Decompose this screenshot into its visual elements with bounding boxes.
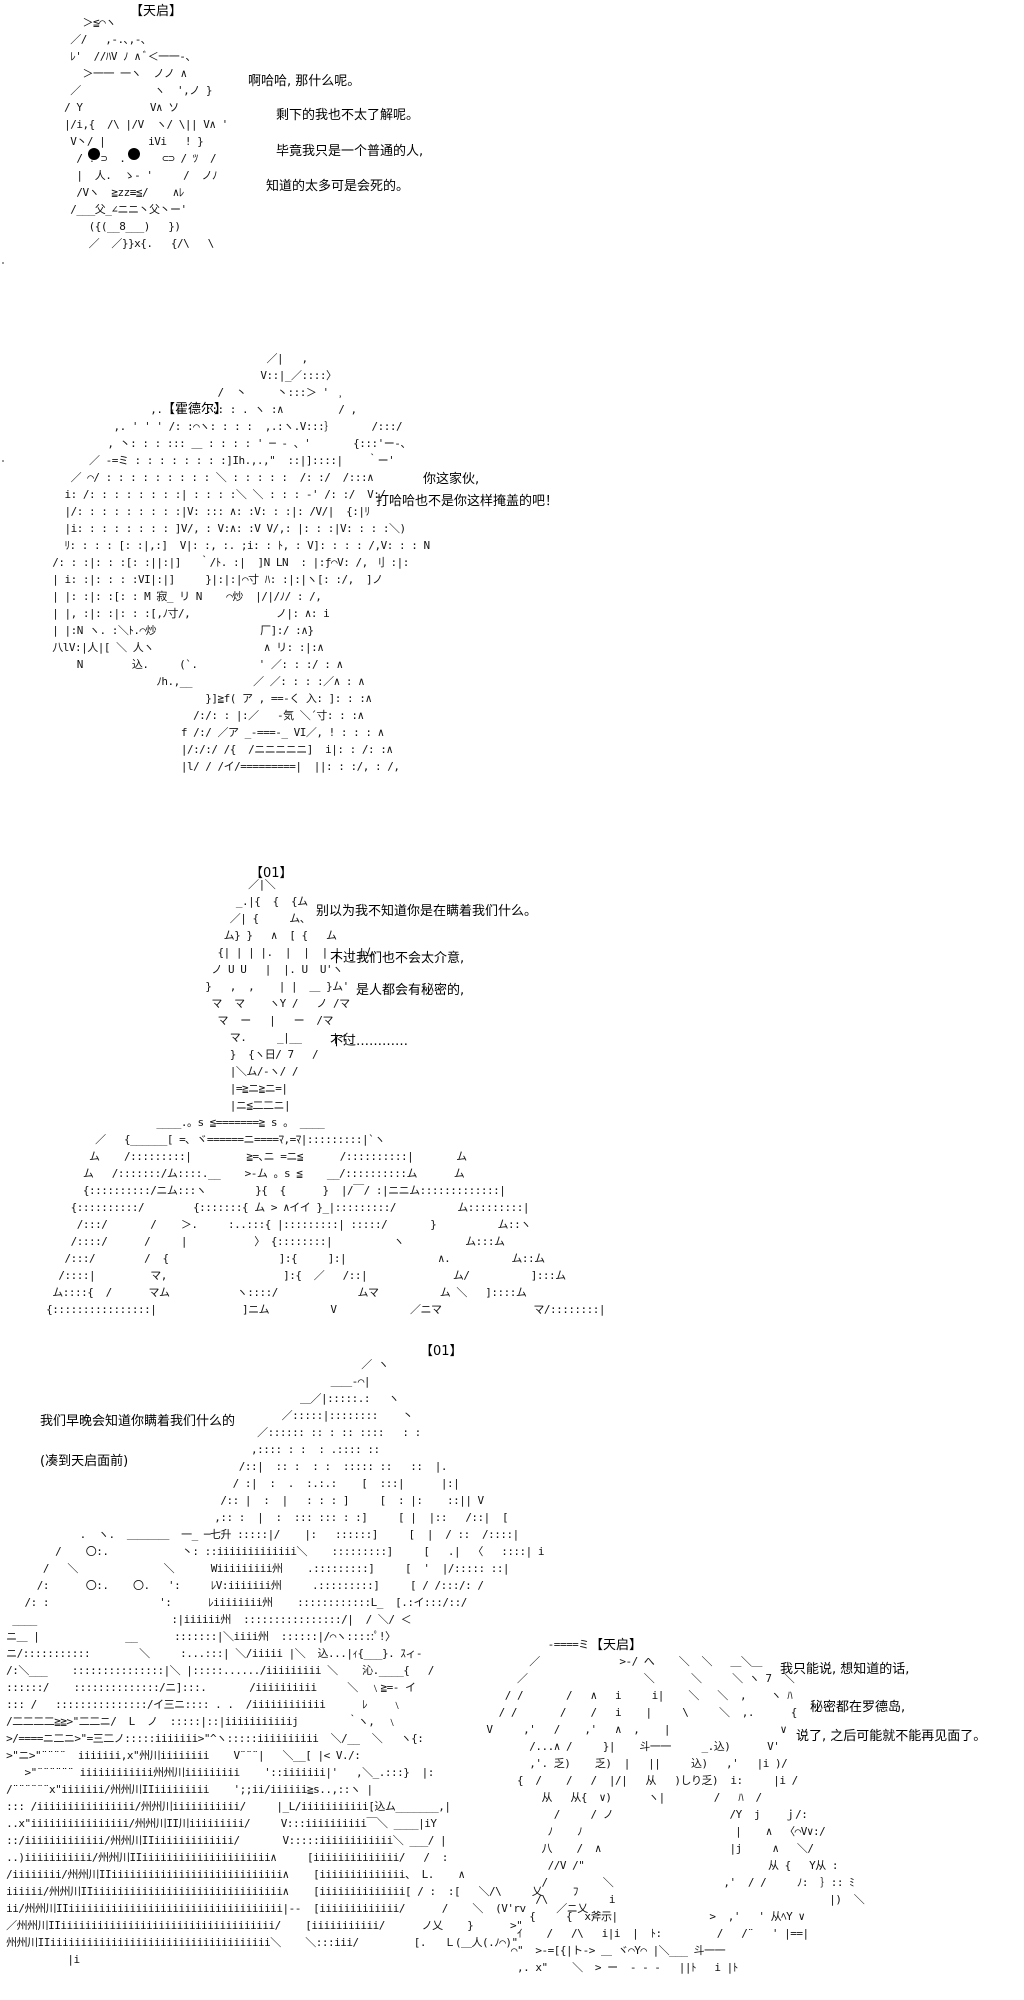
corner-dot xyxy=(2,460,4,462)
ascii-art-01: ／|＼ _.|{ { {ム ／| { ム、 ム} } ∧ [ { ム {| | … xyxy=(46,878,606,1316)
speaker-tag-01: 【01】 xyxy=(420,1344,463,1359)
ascii-art-tianqi-2: -====ミ ／ >-/ へ ＼ ＼ ＿＼＿ ／ ＼ ＼ ＼ ヽ 7 ＼ / /… xyxy=(486,1638,865,1974)
right-eye xyxy=(128,148,140,160)
panel-confrontation: 【01】 我们早晚会知道你瞒着我们什么的 (凑到天启面前) ／ ヽ ＿＿-⌒| xyxy=(0,1340,1024,2000)
dialogue-line: 不过………… xyxy=(330,1034,409,1049)
dialogue-line: 秘密都在罗德岛, xyxy=(810,1700,906,1715)
ascii-art-tianqi: ＞≦⌒ヽ ／/ ,-.､,-､ ﾚ' //ﾊV ﾉ ∧ ﾞ＜一一-、 ＞一一 一… xyxy=(64,16,228,250)
dialogue-line: 不过我们也不会太介意, xyxy=(330,951,465,966)
dialogue-line: 是人都会有秘密的, xyxy=(356,983,465,998)
dialogue-line: 别以为我不知道你是在瞒着我们什么。 xyxy=(316,904,538,919)
narration-line: 我们早晚会知道你瞒着我们什么的 xyxy=(40,1414,236,1429)
panel-hodel: 【霍德尔】 ／| , V::|_／::::〉 / 丶 丶:::＞ ' ﹐ ,. … xyxy=(0,350,1024,820)
dialogue-line: 毕竟我只是一个普通的人, xyxy=(276,144,424,159)
dialogue-line: 我只能说, 想知道的话, xyxy=(780,1662,910,1677)
corner-dot xyxy=(2,262,4,264)
speaker-tag-tianqi: 【天启】 xyxy=(130,4,183,19)
dialogue-line: 剩下的我也不太了解呢。 xyxy=(276,108,420,123)
dialogue-line: 知道的太多可是会死的。 xyxy=(266,179,410,194)
speaker-tag-01: 【01】 xyxy=(250,866,293,881)
dialogue-line: 说了, 之后可能就不能再见面了。 xyxy=(796,1729,987,1744)
ascii-art-hodel: ／| , V::|_／::::〉 / 丶 丶:::＞ ' ﹐ ,. -: : :… xyxy=(52,352,430,773)
dialogue-line: 你这家伙, xyxy=(423,472,480,487)
panel-tianqi-1: 【天启】 ＞≦⌒ヽ ／/ ,-.､,-､ ﾚ' //ﾊV ﾉ ∧ ﾞ＜一一-、 … xyxy=(0,0,1024,300)
speaker-tag-tianqi: 【天启】 xyxy=(590,1638,643,1653)
speaker-tag-hodel: 【霍德尔】 xyxy=(162,402,228,417)
dialogue-line: 打哈哈也不是你这样掩盖的吧！ xyxy=(376,494,559,509)
ascii-art-01-leaning: ／ ヽ ＿＿-⌒| ＿／|:::::.: ヽ ／:::::|:::::::: 丶 xyxy=(6,1358,588,1966)
panel-01: 【01】 ／|＼ _.|{ { {ム ／| { ム、 ム} } ∧ [ { ム xyxy=(0,860,1024,1330)
dialogue-line: 啊哈哈, 那什么呢。 xyxy=(248,74,361,89)
left-eye xyxy=(88,148,100,160)
narration-line: (凑到天启面前) xyxy=(40,1454,129,1469)
